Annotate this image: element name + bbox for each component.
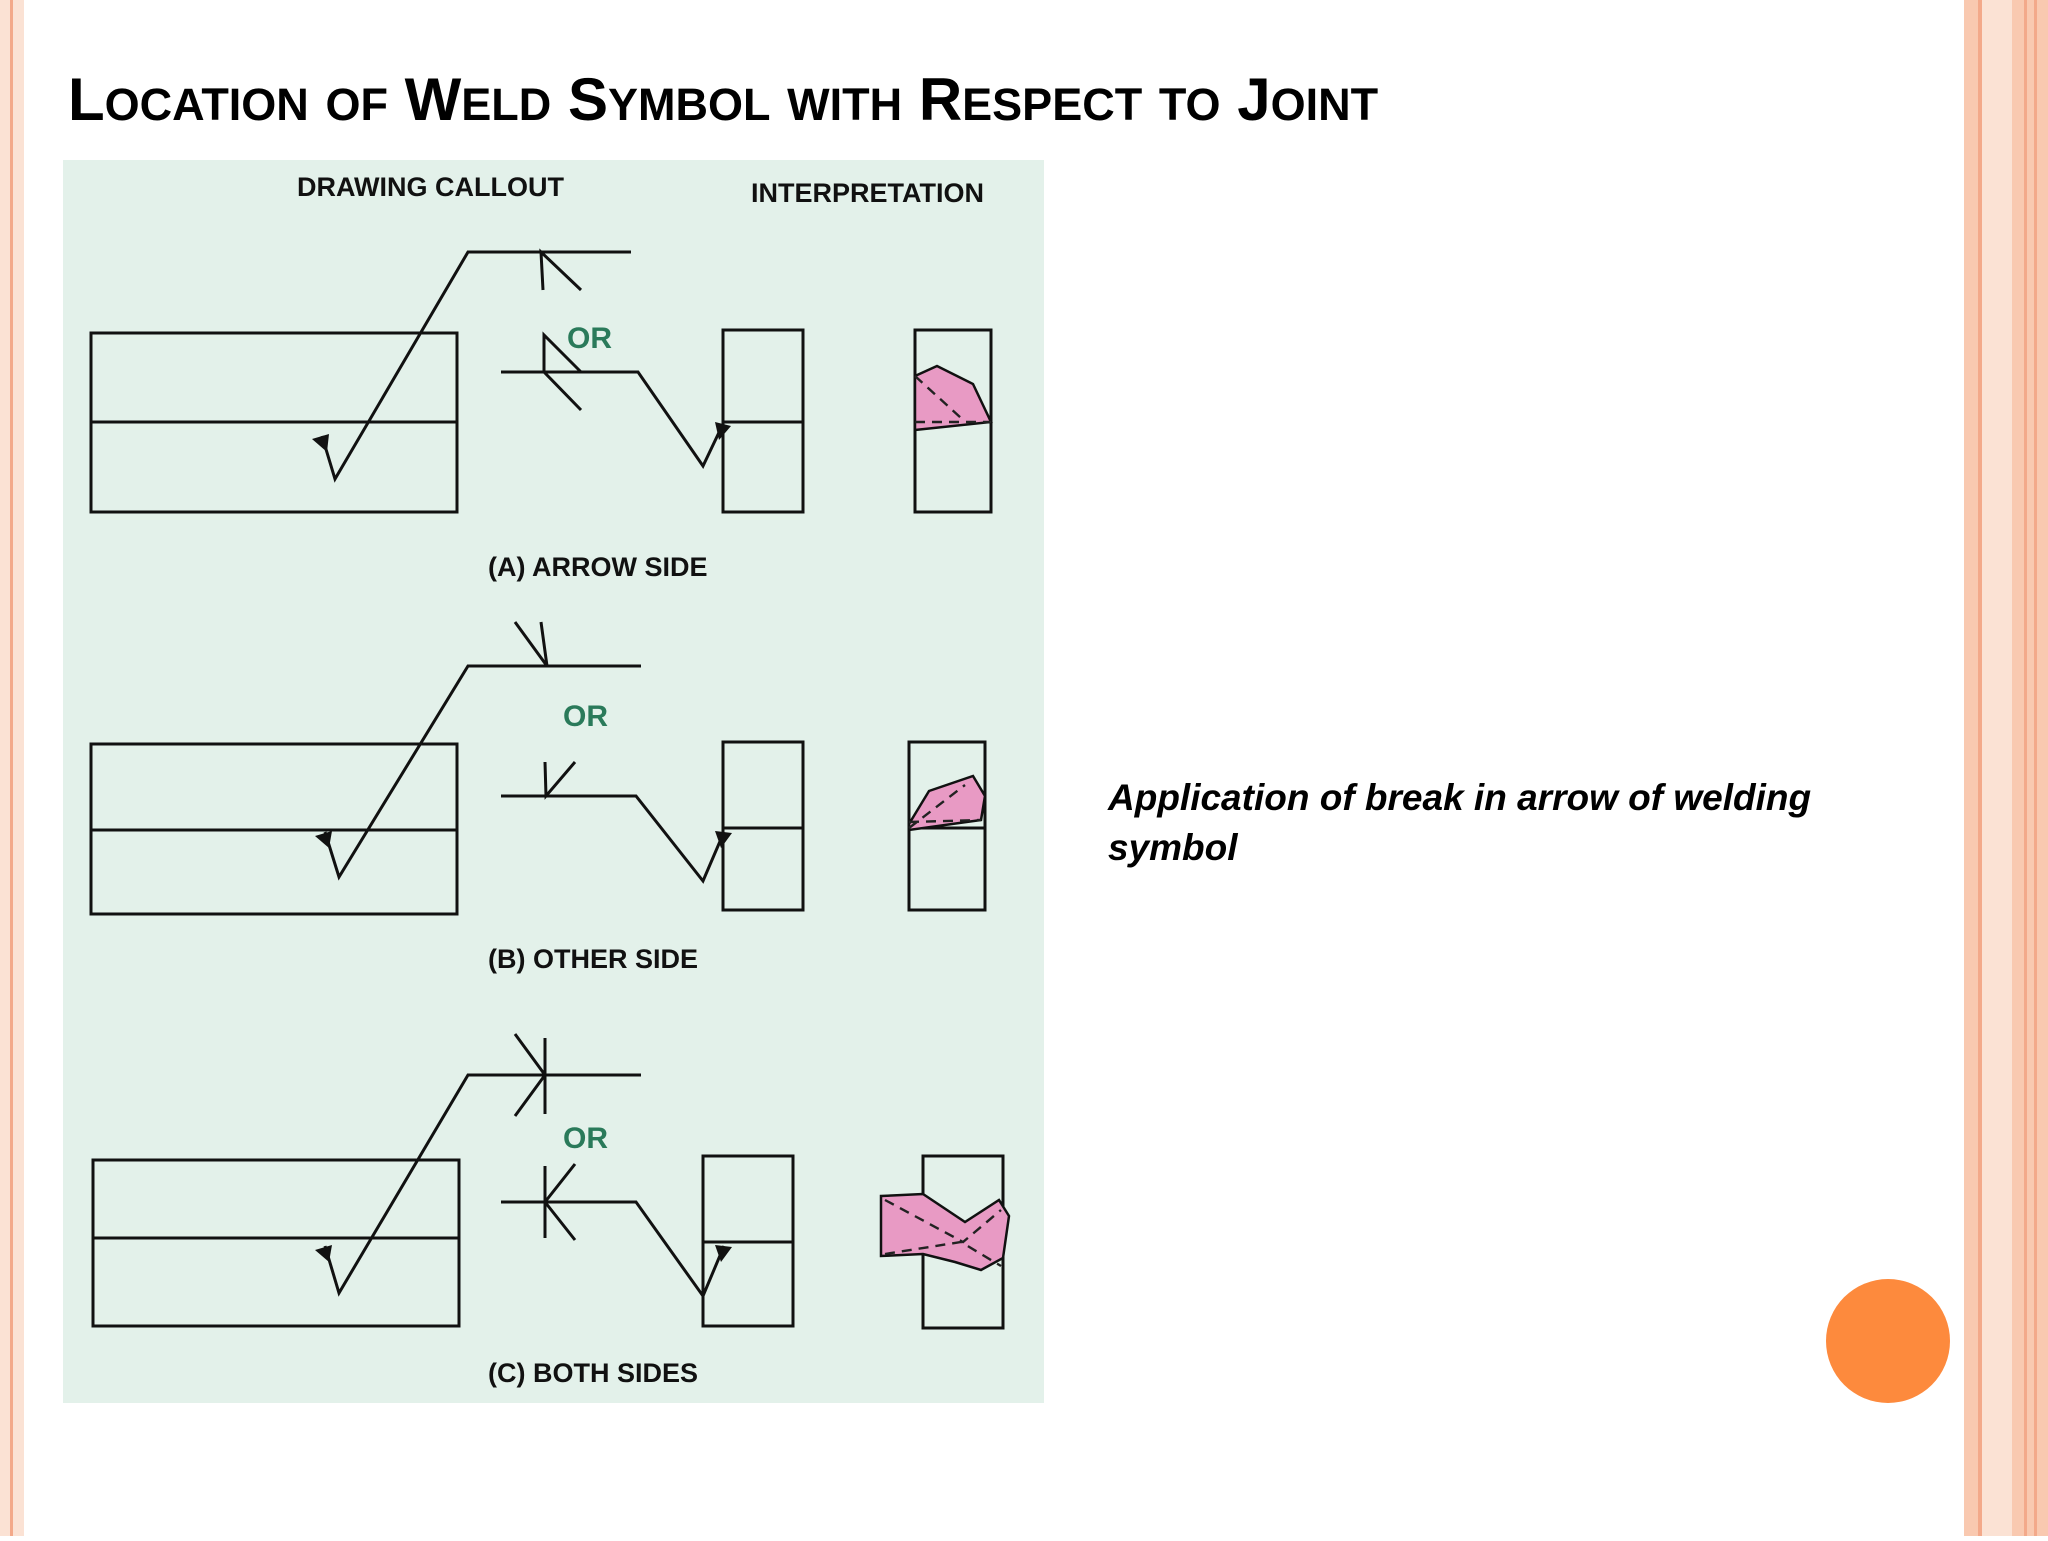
callout-joint-c xyxy=(91,1033,641,1328)
panel-both-sides: OR (C) BOTH SIDES xyxy=(91,1033,1011,1388)
accent-circle xyxy=(1826,1279,1950,1403)
joint-side-view-b xyxy=(721,740,805,912)
header-drawing-callout: DRAWING CALLOUT xyxy=(297,172,564,202)
slide-title: LOCATION OF WELD SYMBOL WITH RESPECT TO … xyxy=(68,66,1379,133)
weld-symbol-diagram: DRAWING CALLOUT INTERPRETATION OR xyxy=(63,160,1044,1403)
panel-label-b: (B) OTHER SIDE xyxy=(488,944,698,974)
callout-joint-b xyxy=(89,621,641,916)
or-label-a: OR xyxy=(567,322,612,355)
or-label-c: OR xyxy=(563,1122,608,1155)
reference-symbol-a-top xyxy=(539,248,583,292)
or-label-b: OR xyxy=(563,700,608,733)
left-border-decoration xyxy=(0,0,24,1536)
right-border-decoration xyxy=(1964,0,2048,1536)
callout-joint-a xyxy=(89,250,631,514)
joint-side-view-a xyxy=(721,328,805,514)
weld-interpretation-c xyxy=(879,1154,1011,1330)
weld-interpretation-a xyxy=(913,328,993,514)
panel-other-side: OR (B) OTHER SIDE xyxy=(89,621,987,974)
figure-caption: Application of break in arrow of welding… xyxy=(1108,777,1812,868)
panel-label-c: (C) BOTH SIDES xyxy=(488,1358,698,1388)
callout-reference-a-bottom xyxy=(501,331,731,469)
joint-side-view-c xyxy=(701,1154,795,1328)
left-border-graphic xyxy=(0,0,24,1536)
weld-interpretation-b xyxy=(907,740,987,912)
header-interpretation: INTERPRETATION xyxy=(751,178,984,208)
panel-label-a: (A) ARROW SIDE xyxy=(488,552,707,582)
panel-arrow-side: OR (A) ARROW SIDE xyxy=(89,248,993,582)
callout-reference-c-bottom xyxy=(501,1163,732,1300)
weld-symbol-figure: DRAWING CALLOUT INTERPRETATION OR xyxy=(63,160,1044,1403)
right-border-graphic xyxy=(1964,0,2048,1536)
